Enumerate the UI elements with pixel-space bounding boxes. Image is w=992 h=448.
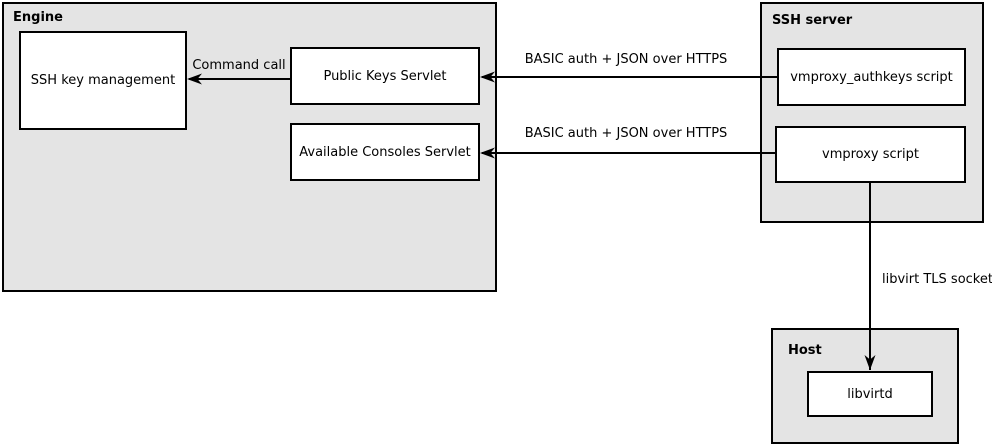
node-public-keys-servlet-label: Public Keys Servlet xyxy=(323,68,447,84)
container-host-label: Host xyxy=(788,343,822,358)
node-public-keys-servlet: Public Keys Servlet xyxy=(290,47,480,105)
edge-basic-auth-bottom-line xyxy=(482,152,775,154)
node-vmproxy-authkeys-script: vmproxy_authkeys script xyxy=(777,48,966,106)
node-available-consoles-servlet: Available Consoles Servlet xyxy=(290,123,480,181)
arrowhead-left-icon xyxy=(480,147,496,159)
arrowhead-down-icon xyxy=(864,355,876,371)
edge-command-call-line xyxy=(189,78,290,80)
node-libvirtd: libvirtd xyxy=(807,371,933,417)
container-ssh-server-label: SSH server xyxy=(772,13,853,28)
edge-basic-auth-bottom-label: BASIC auth + JSON over HTTPS xyxy=(524,126,728,141)
container-ssh-server xyxy=(760,2,984,223)
node-vmproxy-authkeys-script-label: vmproxy_authkeys script xyxy=(790,69,953,85)
node-libvirtd-label: libvirtd xyxy=(847,386,893,402)
edge-basic-auth-top-line xyxy=(482,76,777,78)
arrowhead-left-icon xyxy=(187,73,203,85)
container-engine-label: Engine xyxy=(13,10,63,25)
edge-command-call-label: Command call xyxy=(192,58,286,73)
node-vmproxy-script: vmproxy script xyxy=(775,126,966,183)
edge-libvirt-tls-line xyxy=(869,183,871,370)
node-ssh-key-management-label: SSH key management xyxy=(30,73,176,88)
node-ssh-key-management: SSH key management xyxy=(19,31,187,130)
edge-libvirt-tls-label: libvirt TLS socket xyxy=(882,272,992,287)
edge-basic-auth-top-label: BASIC auth + JSON over HTTPS xyxy=(524,52,728,67)
arrowhead-left-icon xyxy=(480,71,496,83)
node-available-consoles-servlet-label: Available Consoles Servlet xyxy=(299,144,471,160)
node-vmproxy-script-label: vmproxy script xyxy=(822,147,919,162)
